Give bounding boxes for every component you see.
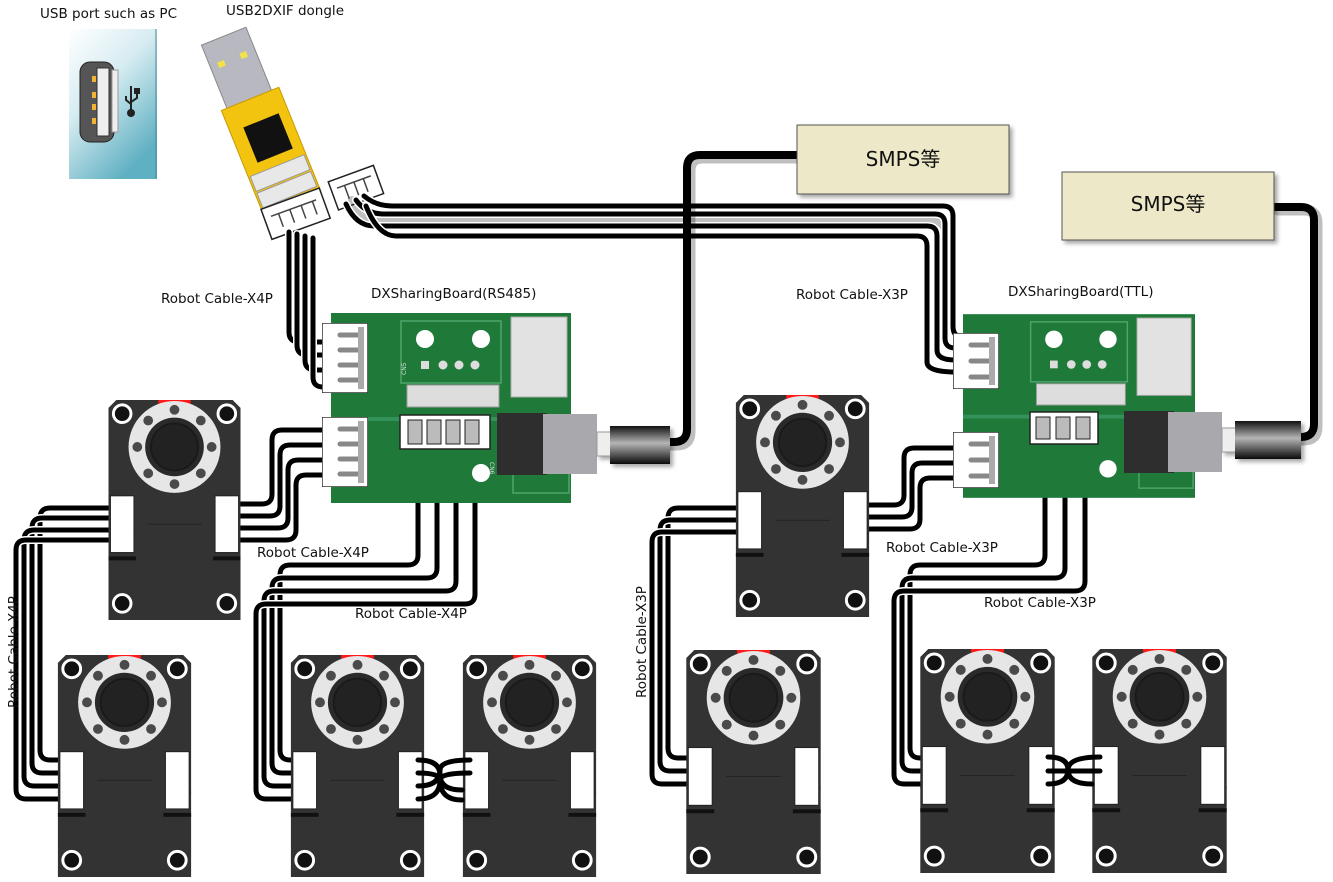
cable-label-x4p-vertical: Robot Cable-X4P	[6, 596, 22, 708]
ttl-connector-lower	[953, 432, 999, 488]
smps-box-1	[796, 124, 1010, 195]
cable-label-x3p-dongle: Robot Cable-X3P	[796, 287, 908, 303]
dc-jack-ttl	[1124, 411, 1222, 473]
usb-port-panel	[69, 29, 157, 179]
cable-x3p-ttl-to-servo8	[890, 421, 1089, 788]
cn5-marking: CN5	[401, 362, 408, 375]
barrel-plug-ttl	[1221, 421, 1301, 459]
cable-label-x3p-vertical: Robot Cable-X3P	[634, 586, 650, 698]
servo-ttl-3	[920, 649, 1055, 873]
servo-ttl-2	[686, 650, 821, 874]
chain-cable-ttl	[1045, 754, 1103, 787]
board-rs485-label: DXSharingBoard(RS485)	[371, 286, 536, 302]
cable-x4p-rs485-to-servo4	[252, 426, 479, 803]
cable-x4p-servo1-to-rs485	[228, 426, 334, 544]
cable-label-x3p-chain: Robot Cable-X3P	[984, 595, 1096, 611]
dc-jack-rs485	[497, 413, 597, 475]
cable-label-x4p-dongle: Robot Cable-X4P	[161, 291, 273, 307]
smps-2-label: SMPS等	[1131, 192, 1206, 216]
servo-ttl-1	[735, 395, 870, 617]
usb-symbol-icon	[125, 86, 140, 117]
dxsharingboard-rs485: CN5 CN6	[322, 312, 597, 504]
chain-cable-rs485	[415, 757, 473, 803]
servo-ttl-4	[1092, 649, 1227, 873]
cable-x4p-servo1-to-servo3	[12, 504, 122, 803]
rs485-connector-lower	[322, 417, 368, 487]
dxsharingboard-ttl	[953, 313, 1222, 499]
cable-label-x4p-chain: Robot Cable-X4P	[355, 606, 467, 622]
board-ttl-label: DXSharingBoard(TTL)	[1008, 284, 1153, 300]
cable-x3p-servo5-to-servo7	[648, 504, 749, 788]
barrel-plug-rs485	[596, 426, 670, 464]
usb2dxif-dongle	[200, 26, 322, 216]
cn6-marking: CN6	[488, 462, 495, 475]
power-cable-smps1	[662, 151, 806, 451]
ttl-connector-upper	[953, 333, 999, 389]
servo-rs485-1	[107, 400, 242, 620]
dongle-label: USB2DXIF dongle	[226, 3, 344, 19]
cable-label-x4p-servo: Robot Cable-X4P	[257, 545, 369, 561]
cable-x4p-dongle-to-rs485	[285, 228, 334, 391]
smps-box-2	[1061, 171, 1275, 241]
power-cable-smps2	[1271, 203, 1323, 446]
cable-x3p-servo5-to-ttl	[858, 444, 964, 533]
cable-label-x3p-servo: Robot Cable-X3P	[886, 540, 998, 556]
smps-1-label: SMPS等	[866, 147, 941, 171]
servo-rs485-3	[290, 655, 425, 877]
servo-rs485-2	[57, 655, 192, 877]
rs485-connector-upper	[322, 323, 368, 393]
dongle-plug-x4p	[260, 187, 332, 241]
usb-port-label: USB port such as PC	[40, 6, 177, 22]
usb-receptacle-icon	[79, 61, 119, 143]
servo-rs485-4	[462, 655, 597, 877]
